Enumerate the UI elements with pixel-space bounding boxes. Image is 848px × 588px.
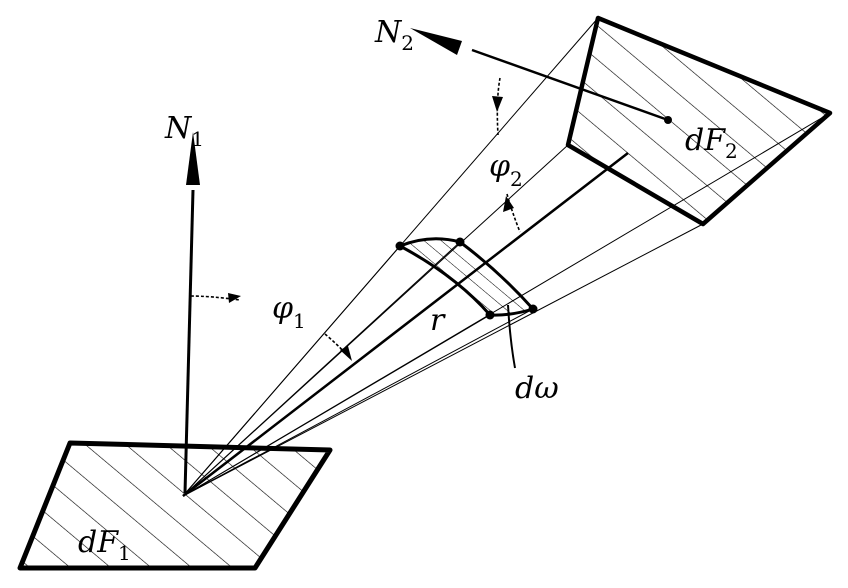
label-r: r (430, 303, 446, 338)
label-n1: N1 (164, 111, 204, 151)
domega-leader (507, 304, 516, 369)
solid-angle-patch (395, 237, 538, 320)
label-df2: dF2 (685, 123, 738, 163)
normal-n1 (183, 132, 200, 494)
surface-df2 (565, 15, 833, 227)
angle-phi2-arc (492, 77, 521, 233)
label-phi2: φ2 (489, 149, 523, 191)
ray-r (182, 152, 629, 497)
surface-df1 (17, 440, 333, 571)
normal-n2 (410, 28, 672, 124)
label-n2: N2 (374, 15, 414, 55)
label-domega: dω (515, 371, 559, 406)
label-df1: dF1 (78, 525, 131, 565)
angle-phi1-arc (190, 293, 352, 361)
label-phi1: φ1 (272, 291, 306, 333)
